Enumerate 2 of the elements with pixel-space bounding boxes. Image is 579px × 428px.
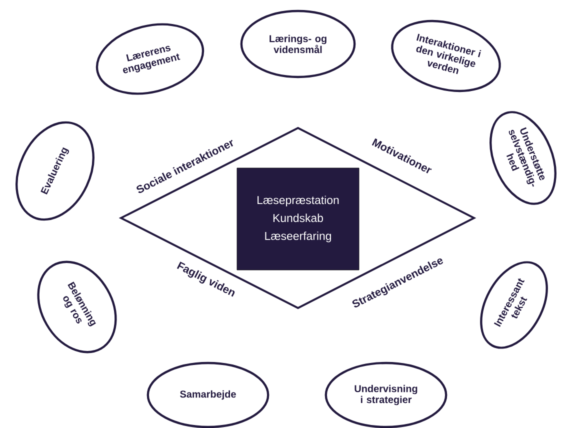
ellipse-node: Lærings- og vidensmål <box>240 10 356 78</box>
center-box: Læsepræstation Kundskab Læseerfaring <box>236 168 360 270</box>
